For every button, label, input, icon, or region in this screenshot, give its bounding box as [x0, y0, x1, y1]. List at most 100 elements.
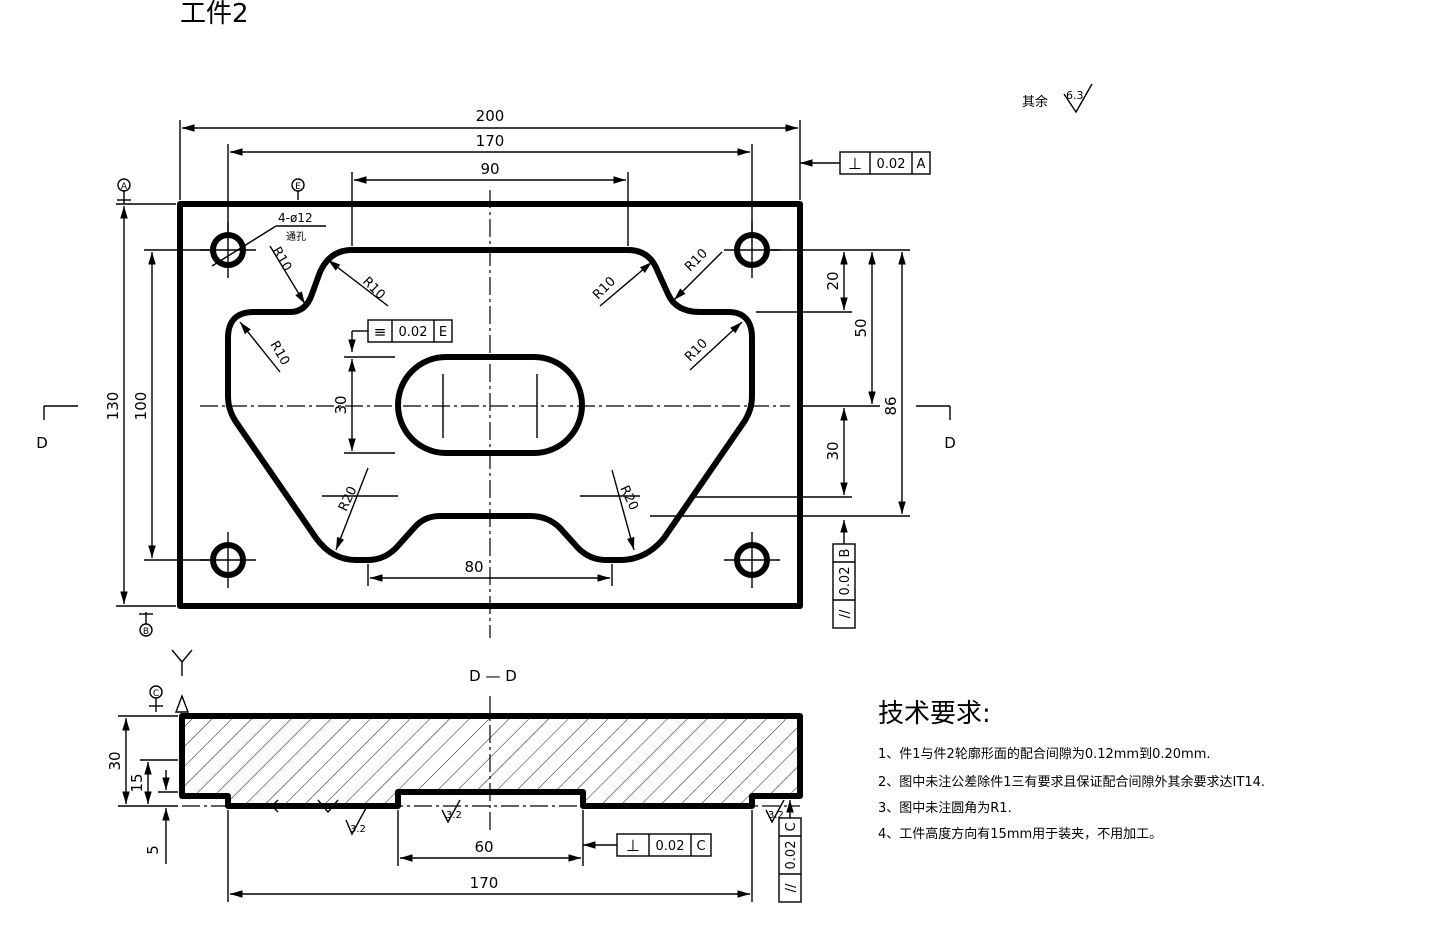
fcf-b-value: 0.02 — [838, 567, 853, 596]
roughness-value: 6.3 — [1066, 89, 1084, 102]
tech-req-item-1: 1、件1与件2轮廓形面的配合间隙为0.12mm到0.20mm. — [878, 746, 1211, 762]
dim-15-height: 15 — [128, 759, 178, 804]
section-view-title: D — D — [469, 667, 517, 685]
fcf-c-value: 0.02 — [656, 839, 685, 854]
section-cut-right: D — [916, 405, 956, 452]
dim-90-label: 90 — [480, 160, 499, 178]
roughness-note: 其余 6.3 — [1022, 83, 1093, 114]
dim-30-height: 30 — [106, 715, 178, 807]
radius-r10-1-label: R10 — [269, 245, 295, 275]
datum-a-marker: A — [117, 178, 131, 204]
dim-100-label: 100 — [132, 392, 150, 421]
fcf-c-datum: C — [696, 839, 705, 854]
dim-30-right-label: 30 — [824, 441, 842, 460]
hole-type: 通孔 — [286, 231, 306, 243]
fcf-e-datum: E — [439, 325, 447, 340]
datum-b-label: B — [143, 627, 149, 637]
dim-170-top: 170 — [227, 132, 753, 232]
dim-5-height-label: 5 — [144, 845, 162, 855]
roughness-mark-3: 3.2 — [765, 799, 785, 824]
dim-80-label: 80 — [464, 558, 483, 576]
dim-130: 130 — [104, 203, 176, 607]
radius-r10-2: R10 — [327, 259, 389, 307]
dim-130-label: 130 — [104, 392, 122, 421]
section-hatch — [182, 716, 800, 806]
datum-c-label: C — [153, 689, 159, 699]
fcf-b-datum: B — [838, 549, 853, 558]
radius-r10-3: R10 — [590, 261, 653, 307]
dim-86: 86 — [650, 252, 910, 517]
datum-b-marker: B — [139, 612, 153, 637]
dim-15-height-label: 15 — [128, 773, 146, 792]
section-cut-right-label: D — [944, 434, 956, 452]
dim-100: 100 — [132, 249, 212, 561]
section-cut-left: D — [36, 405, 78, 452]
dim-170-bottom: 170 — [227, 810, 753, 902]
fcf-pc-value: 0.02 — [784, 841, 799, 870]
hole-bottom-right — [724, 532, 780, 588]
drawing-title: 工件2 — [180, 0, 249, 29]
dim-20-label: 20 — [824, 271, 842, 290]
radius-r10-5-label: R10 — [267, 339, 293, 369]
fcf-perpendicularity-a: ⊥ 0.02 A — [800, 151, 931, 175]
top-view: 4-ø12 通孔 200 170 90 80 130 — [36, 107, 956, 638]
radius-r10-4: R10 — [673, 246, 723, 301]
cavity-outline — [225, 247, 755, 563]
fcf-e-value: 0.02 — [399, 325, 428, 340]
fcf-parallelism-c: C 0.02 // — [778, 800, 802, 903]
axis-y-marker: Y — [171, 649, 193, 713]
tech-req-item-3: 3、图中未注圆角为R1. — [878, 801, 1012, 816]
section-cut-left-label: D — [36, 434, 48, 452]
fcf-parallelism-b: B 0.02 // — [832, 520, 856, 629]
datum-c-marker: C — [149, 685, 163, 712]
technical-requirements: 技术要求: 1、件1与件2轮廓形面的配合间隙为0.12mm到0.20mm. 2、… — [878, 699, 1265, 842]
dim-30-height-label: 30 — [106, 751, 124, 770]
fcf-perpendicularity-c: ⊥ 0.02 C — [583, 833, 712, 857]
radius-r10-3-label: R10 — [590, 274, 619, 303]
hole-spec: 4-ø12 — [278, 211, 313, 225]
tech-req-item-4: 4、工件高度方向有15mm用于装夹，不用加工。 — [878, 826, 1162, 842]
dim-50-label: 50 — [852, 318, 870, 337]
radius-r10-2-label: R10 — [359, 274, 388, 303]
radius-r20-right: R20 — [580, 469, 641, 551]
radius-r10-4-label: R10 — [682, 246, 711, 275]
dim-50: 50 — [800, 252, 880, 407]
radius-r20-left-label: R20 — [336, 484, 360, 514]
dim-80: 80 — [367, 558, 613, 586]
clamp-mark — [271, 799, 339, 814]
fcf-pc-symbol: // — [784, 883, 799, 892]
fcf-a-datum: A — [917, 157, 926, 172]
radius-r10-5: R10 — [239, 321, 293, 373]
dim-60: 60 — [397, 810, 584, 866]
center-slot — [395, 354, 585, 456]
dim-30-slot-label: 30 — [332, 395, 350, 414]
radius-r10-6: R10 — [682, 321, 743, 371]
radius-r10-1: R10 — [269, 245, 306, 305]
datum-e-label: E — [295, 182, 301, 192]
fcf-pc-datum: C — [784, 822, 799, 831]
tech-req-heading: 技术要求: — [878, 699, 991, 729]
fcf-b-symbol: // — [838, 609, 853, 618]
roughness-mark-2: 3.2 — [441, 799, 462, 824]
roughness-prefix: 其余 — [1022, 94, 1048, 110]
datum-a-label: A — [121, 182, 128, 192]
fcf-e-symbol: ≡ — [374, 323, 387, 341]
dim-5-height: 5 — [144, 770, 178, 864]
dim-200: 200 — [179, 107, 801, 200]
radius-r20-left: R20 — [322, 467, 398, 551]
dim-20: 20 — [756, 249, 910, 313]
dim-30-slot: 30 — [332, 356, 395, 454]
roughness-symbol-icon — [1063, 83, 1093, 114]
dim-86-label: 86 — [882, 396, 900, 415]
dim-30-right: 30 — [690, 408, 852, 498]
dim-170-bottom-label: 170 — [470, 874, 499, 892]
roughness-mark-1-value: 3.2 — [350, 824, 366, 835]
roughness-mark-1: 3.2 — [345, 807, 367, 836]
tech-req-item-2: 2、图中未注公差除件1三有要求且保证配合间隙外其余要求达IT14. — [878, 774, 1265, 790]
dim-170-top-label: 170 — [476, 132, 505, 150]
datum-e-marker: E — [291, 178, 305, 200]
fcf-symmetry-e: ≡ 0.02 E — [348, 319, 453, 352]
section-outline — [179, 713, 803, 809]
hole-callout: 4-ø12 通孔 — [211, 211, 326, 267]
